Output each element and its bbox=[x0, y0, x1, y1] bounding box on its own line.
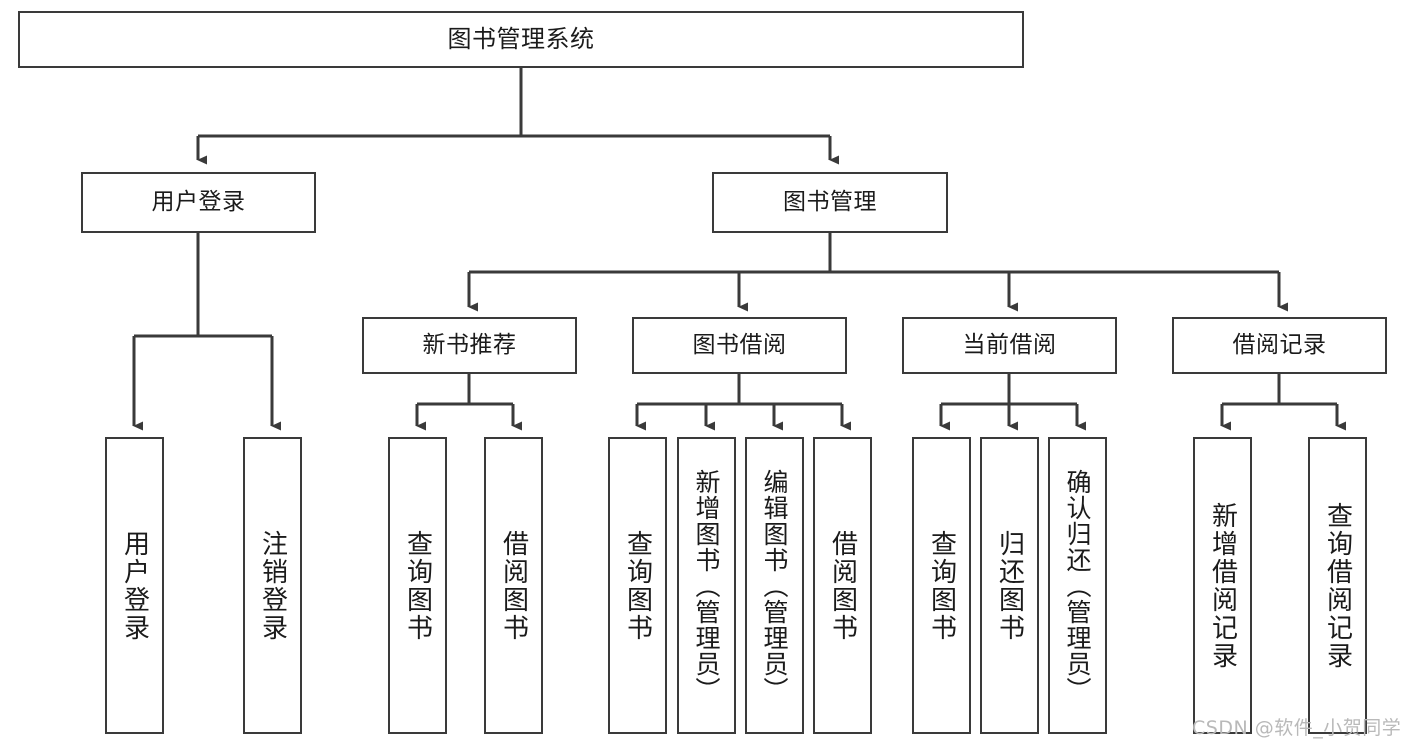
node-leaf-edit-book[interactable]: 编辑图书（管理员） bbox=[745, 437, 804, 734]
node-label: 查询图书 bbox=[402, 529, 433, 642]
node-label: 注销登录 bbox=[257, 529, 288, 642]
node-label: 图书借阅 bbox=[692, 332, 787, 359]
node-borrow-record[interactable]: 借阅记录 bbox=[1172, 317, 1387, 374]
node-label: 新书推荐 bbox=[422, 332, 517, 359]
node-new-book-recommend[interactable]: 新书推荐 bbox=[362, 317, 577, 374]
node-label: 归还图书 bbox=[994, 529, 1025, 642]
node-label: 用户登录 bbox=[151, 189, 246, 216]
node-leaf-query-record[interactable]: 查询借阅记录 bbox=[1308, 437, 1367, 734]
node-label: 查询借阅记录 bbox=[1322, 501, 1353, 670]
node-root-system[interactable]: 图书管理系统 bbox=[18, 11, 1024, 68]
node-label: 新增借阅记录 bbox=[1207, 501, 1238, 670]
node-label: 借阅图书 bbox=[827, 529, 858, 642]
node-label: 查询图书 bbox=[622, 529, 653, 642]
node-leaf-add-book[interactable]: 新增图书（管理员） bbox=[677, 437, 736, 734]
node-leaf-confirm-return[interactable]: 确认归还（管理员） bbox=[1048, 437, 1107, 734]
node-label: 新增图书（管理员） bbox=[692, 468, 721, 703]
node-leaf-borrow-book-2[interactable]: 借阅图书 bbox=[813, 437, 872, 734]
node-leaf-query-book-3[interactable]: 查询图书 bbox=[912, 437, 971, 734]
node-leaf-user-logout[interactable]: 注销登录 bbox=[243, 437, 302, 734]
node-leaf-add-record[interactable]: 新增借阅记录 bbox=[1193, 437, 1252, 734]
node-leaf-return-book[interactable]: 归还图书 bbox=[980, 437, 1039, 734]
node-label: 编辑图书（管理员） bbox=[760, 468, 789, 703]
node-label: 确认归还（管理员） bbox=[1063, 468, 1092, 703]
node-label: 图书管理系统 bbox=[447, 24, 595, 53]
node-leaf-query-book-2[interactable]: 查询图书 bbox=[608, 437, 667, 734]
node-label: 借阅记录 bbox=[1232, 332, 1327, 359]
node-leaf-user-login[interactable]: 用户登录 bbox=[105, 437, 164, 734]
node-label: 借阅图书 bbox=[498, 529, 529, 642]
node-user-login[interactable]: 用户登录 bbox=[81, 172, 316, 233]
node-label: 图书管理 bbox=[783, 189, 877, 216]
node-current-borrow[interactable]: 当前借阅 bbox=[902, 317, 1117, 374]
node-leaf-borrow-book-1[interactable]: 借阅图书 bbox=[484, 437, 543, 734]
node-leaf-query-book-1[interactable]: 查询图书 bbox=[388, 437, 447, 734]
csdn-watermark: CSDN @软件_小贺同学 bbox=[1192, 717, 1402, 739]
node-label: 当前借阅 bbox=[962, 332, 1057, 359]
node-label: 查询图书 bbox=[926, 529, 957, 642]
node-book-manage[interactable]: 图书管理 bbox=[712, 172, 948, 233]
node-book-borrow[interactable]: 图书借阅 bbox=[632, 317, 847, 374]
node-label: 用户登录 bbox=[119, 529, 150, 642]
